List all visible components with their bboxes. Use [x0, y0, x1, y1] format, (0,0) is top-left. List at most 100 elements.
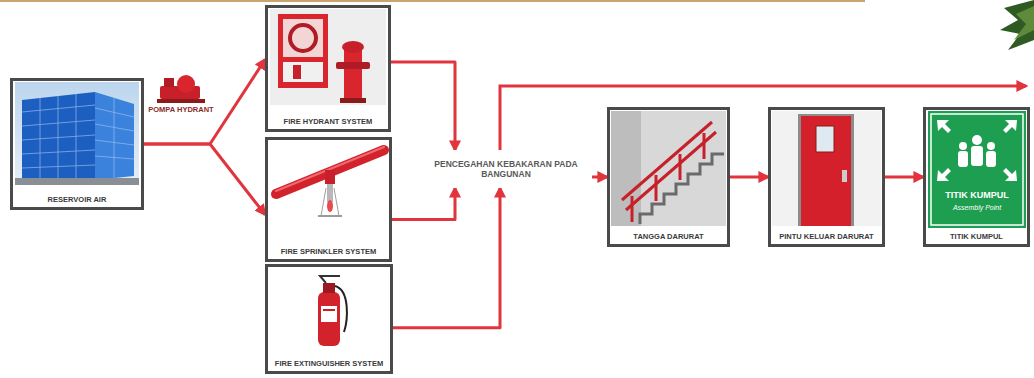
plant-picture-part — [1000, 0, 1034, 50]
extinguisher-picture-part — [323, 283, 335, 293]
reservoir-picture-part — [22, 94, 134, 179]
door-picture-part — [801, 116, 851, 226]
reservoir-picture-part-part — [95, 108, 134, 117]
hydrant-box: FIRE HYDRANT SYSTEM — [265, 5, 391, 132]
reservoir-picture-part-part — [95, 124, 134, 131]
pump-picture-part — [157, 99, 205, 103]
reservoir-picture-part — [15, 82, 139, 185]
extinguisher-picture-part — [323, 309, 335, 311]
extinguisher-picture-part — [321, 306, 337, 322]
stairs-picture-part-part — [622, 122, 712, 200]
sprinkler-picture-part — [327, 200, 333, 212]
reservoir-picture-part-part — [22, 150, 95, 154]
stairs-picture-part-part — [626, 132, 716, 210]
hydrant-picture-part — [283, 62, 323, 82]
hydrant-picture-part — [293, 65, 301, 79]
flow-arrow — [391, 62, 455, 150]
assembly-sign-part-part — [1003, 168, 1017, 181]
plant-picture-part — [1014, 6, 1034, 40]
reservoir-picture-part — [15, 178, 139, 185]
extinguisher-picture — [318, 276, 347, 346]
extinguisher-picture-part — [320, 276, 340, 283]
pump-picture — [157, 75, 205, 103]
flow-arrow — [730, 176, 768, 179]
assembly-sign-part-part — [972, 135, 982, 145]
flow-arrow — [392, 188, 455, 220]
stairs-picture-part-part — [679, 154, 682, 180]
reservoir-picture-part — [95, 92, 134, 180]
stairs-picture — [611, 111, 726, 226]
pump-picture-part — [177, 75, 195, 93]
hydrant-picture-part — [336, 62, 370, 69]
hydrant-picture-part — [342, 41, 364, 53]
reservoir-picture-part-part — [58, 96, 59, 179]
node-caption: PINTU KELUAR DARURAT — [777, 232, 875, 241]
extinguisher-picture-part — [318, 292, 340, 346]
door-box: PINTU KELUAR DARURAT — [768, 107, 885, 247]
reservoir-picture-part-part — [114, 98, 115, 178]
reservoir-picture-part-part — [22, 120, 95, 126]
flow-arrow — [144, 60, 265, 144]
stairs-picture-part — [622, 122, 716, 222]
assembly-sign-part-part — [971, 146, 983, 166]
door-picture-part — [798, 114, 854, 226]
sign-subtitle: Assembly Point — [930, 204, 1024, 212]
reservoir-picture-part-part — [76, 94, 77, 179]
stairs-box: TANGGA DARURAT — [607, 107, 730, 247]
flow-arrow — [592, 176, 607, 179]
hydrant-picture — [270, 9, 386, 105]
assembly-sign-part-part — [959, 142, 967, 150]
flow-arrow — [393, 188, 500, 328]
node-caption: RESERVOIR AIR — [46, 195, 109, 204]
assembly-sign-part-part — [987, 142, 995, 150]
pump-label: POMPA HYDRANT — [148, 106, 214, 115]
assembly-sign-part-part — [1003, 120, 1017, 133]
door-picture — [772, 111, 881, 226]
hydrant-picture-part — [283, 19, 323, 57]
assembly-sign-part-part — [986, 151, 996, 167]
reservoir-picture-part-part — [95, 156, 134, 159]
pump-picture-part — [164, 78, 174, 87]
reservoir-picture-part-part — [22, 105, 95, 112]
assembly-sign-part — [928, 111, 1026, 228]
hydrant-picture-part — [278, 14, 328, 88]
door-picture-part — [816, 126, 834, 152]
reservoir-picture — [15, 82, 139, 185]
node-caption: FIRE HYDRANT SYSTEM — [282, 117, 375, 126]
reservoir-picture-part-part — [22, 165, 95, 168]
flow-arrow — [885, 176, 923, 179]
node-caption: PENCEGAHAN KEBAKARAN PADA BANGUNAN — [426, 159, 586, 179]
reservoir-picture-part-part — [22, 135, 95, 140]
sign-title: TITIK KUMPUL — [930, 190, 1024, 200]
stairs-picture-part-part — [631, 196, 634, 222]
reservoir-box: RESERVOIR AIR — [10, 78, 144, 210]
door-picture-part — [842, 170, 847, 182]
node-caption: FIRE SPRINKLER SYSTEM — [279, 247, 378, 256]
assembly-sign-part-part — [937, 168, 951, 181]
node-caption: FIRE EXTINGUISHER SYSTEM — [273, 359, 385, 368]
node-caption: TANGGA DARURAT — [631, 232, 705, 241]
extinguisher-box: FIRE EXTINGUISHER SYSTEM — [265, 264, 393, 374]
stairs-picture-part — [640, 154, 724, 224]
sprinkler-box: FIRE SPRINKLER SYSTEM — [265, 137, 392, 262]
hydrant-picture-part — [290, 25, 316, 51]
assembly-sign-part — [931, 114, 1023, 225]
flow-arrow — [144, 144, 265, 215]
reservoir-picture-part — [22, 92, 95, 180]
reservoir-picture-part-part — [40, 98, 41, 178]
top-rule-part — [0, 0, 865, 2]
stairs-picture-part-part — [703, 133, 706, 159]
assembly-sign-part-part — [958, 151, 968, 167]
sprinkler-picture-part — [327, 184, 333, 202]
sprinkler-picture-part — [325, 170, 335, 184]
hydrant-picture-part — [344, 48, 362, 100]
door-picture-part — [772, 111, 881, 226]
sprinkler-picture-part — [334, 188, 339, 216]
sprinkler-picture — [276, 147, 384, 216]
hydrant-picture-part — [340, 98, 366, 103]
reservoir-picture-part-part — [95, 140, 134, 145]
sprinkler-picture-part — [321, 188, 326, 216]
